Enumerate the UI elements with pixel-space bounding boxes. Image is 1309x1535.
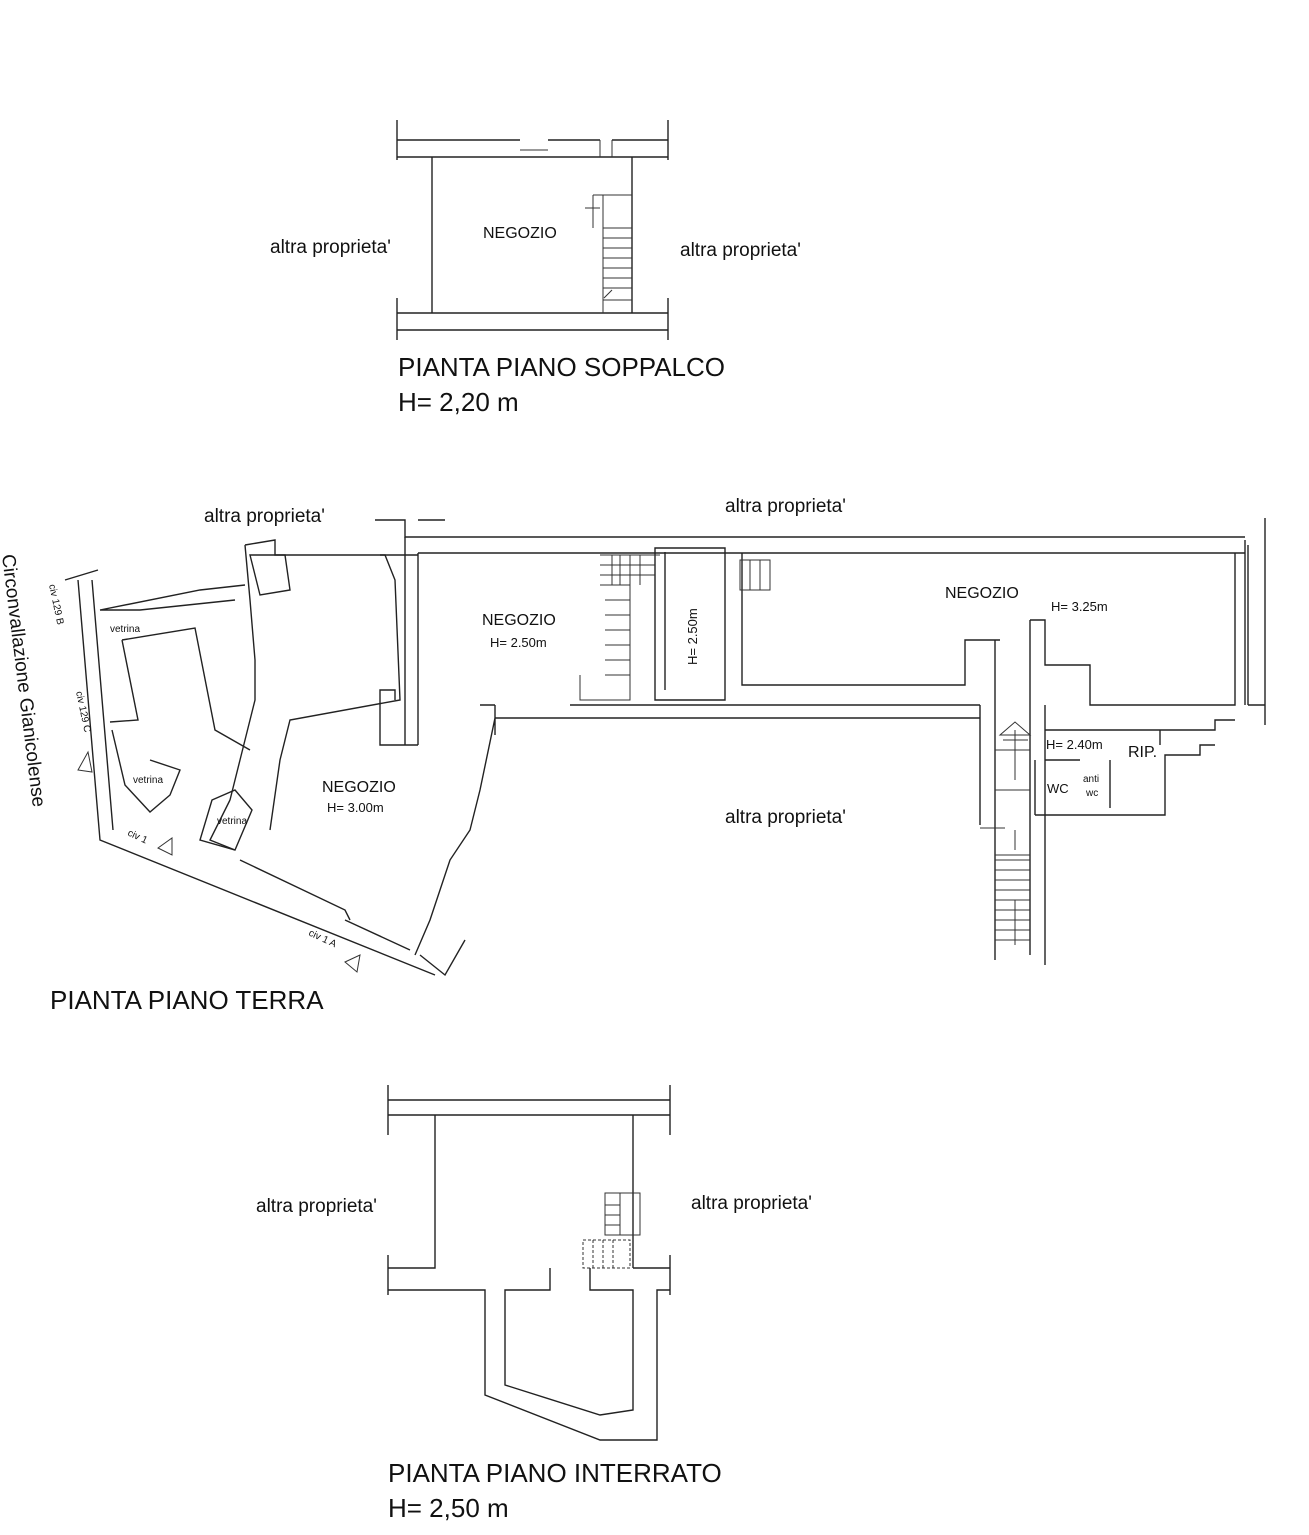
neighbor-label: altra proprieta' [691, 1193, 812, 1214]
stair [585, 194, 632, 313]
rip-label: RIP. [1128, 744, 1157, 761]
room-height: H= 3.00m [327, 800, 384, 815]
plan-title: PIANTA PIANO SOPPALCO [398, 352, 725, 382]
civic-number: civ 1 [126, 828, 150, 847]
stair [582, 1192, 641, 1269]
stair-height: H= 2.50m [685, 608, 700, 665]
room-label: NEGOZIO [322, 779, 396, 796]
plan-soppalco: altra proprieta' NEGOZIO altra proprieta… [270, 120, 801, 417]
civic-number: civ 129 B [46, 583, 65, 626]
neighbor-label: altra proprieta' [680, 240, 801, 261]
neighbor-label: altra proprieta' [204, 506, 325, 527]
entrance-arrows [77, 750, 361, 973]
neighbor-label: altra proprieta' [270, 237, 391, 258]
civic-number: civ 1 A [307, 928, 339, 951]
plan-title: PIANTA PIANO TERRA [50, 985, 324, 1015]
neighbor-label: altra proprieta' [725, 807, 846, 828]
room-label: NEGOZIO [483, 225, 557, 242]
street-name: Circonvallazione Gianicolense [0, 553, 49, 808]
anti-wc-label: anti [1083, 774, 1099, 785]
plan-terra: altra proprieta' altra proprieta' altra … [0, 496, 1266, 1015]
stairs [579, 554, 1032, 945]
vetrina-label: vetrina [133, 775, 163, 786]
plan-title: PIANTA PIANO INTERRATO [388, 1458, 722, 1488]
neighbor-label: altra proprieta' [256, 1196, 377, 1217]
plan-interrato: altra proprieta' altra proprieta' PIANTA… [256, 1085, 812, 1523]
plan-height: H= 2,20 m [398, 387, 519, 417]
plan-height: H= 2,50 m [388, 1493, 509, 1523]
service-height: H= 2.40m [1046, 737, 1103, 752]
room-height: H= 2.50m [490, 635, 547, 650]
neighbor-label: altra proprieta' [725, 496, 846, 517]
wc-label: WC [1047, 781, 1069, 796]
vetrina-label: vetrina [217, 816, 247, 827]
room-height: H= 3.25m [1051, 599, 1108, 614]
anti-wc-label: wc [1085, 788, 1098, 799]
room-label: NEGOZIO [945, 585, 1019, 602]
room-label: NEGOZIO [482, 612, 556, 629]
vetrina-label: vetrina [110, 624, 140, 635]
